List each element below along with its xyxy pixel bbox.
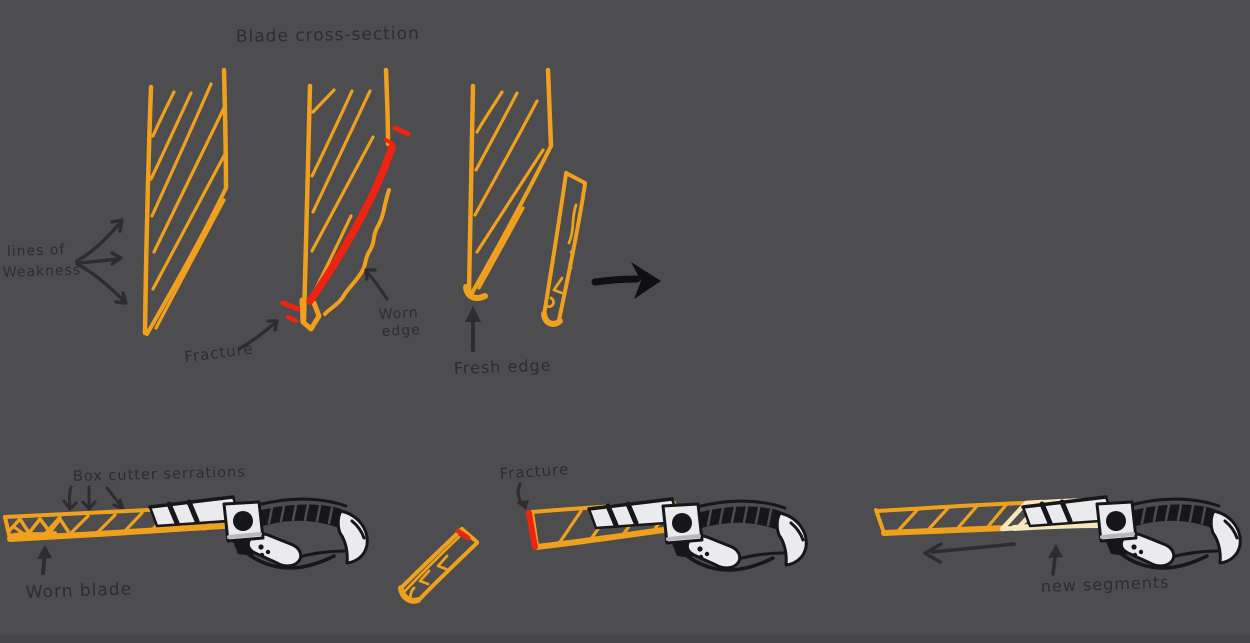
worn-edge-line2: edge: [381, 322, 421, 340]
lines-of-weakness-line1: lines of: [7, 242, 66, 260]
canvas-bottom-edge: [0, 635, 1250, 643]
fracture-arrow-bottom: [516, 482, 529, 510]
spine-slats: [267, 503, 334, 525]
fracture-arrow-top: [237, 319, 279, 351]
worn-blade-arrow: [37, 545, 52, 575]
box-cutter-handle: [148, 495, 369, 570]
snapped-segment-sliver: [541, 171, 587, 327]
sliver-scuff-marks: [545, 203, 578, 309]
lines-of-weakness-arrows: [75, 218, 128, 305]
falling-snapped-segment: [398, 527, 479, 604]
section-title: Blade cross-section: [236, 24, 420, 47]
fracture-label-bottom: Fracture: [499, 460, 570, 483]
lines-of-weakness-label: lines of Weakness: [3, 242, 82, 281]
process-arrow-right: [591, 262, 661, 299]
serrations-label: Box cutter serrations: [73, 464, 246, 485]
new-segments-label: new segments: [1040, 573, 1169, 596]
blade-cross-section-fresh: [463, 67, 554, 301]
blade-cross-section-fracturing: [280, 67, 411, 332]
segment-scuff-marks: [405, 554, 449, 602]
fresh-edge-arrow: [465, 306, 481, 352]
fracture-line: [306, 143, 396, 305]
blade-tip-notch: [299, 297, 322, 332]
fracture-spark-marks: [280, 125, 411, 324]
weakness-hatch-lines: [149, 82, 227, 330]
new-segments-arrow: [1048, 544, 1063, 576]
fresh-fracture-edge: [526, 510, 538, 550]
worn-edge-line1: Worn: [378, 305, 419, 323]
slider-button: [233, 511, 253, 531]
worn-edge-arrow: [364, 268, 389, 301]
worn-blade-label: Worn blade: [25, 579, 132, 603]
serration-lines: [896, 503, 1008, 533]
serrations-arrows: [62, 485, 125, 511]
worn-edge-label: Worn edge: [378, 305, 421, 340]
lines-of-weakness-line2: Weakness: [3, 262, 82, 281]
fresh-edge-tip: [463, 284, 488, 301]
worn-jagged-edge: [323, 188, 391, 316]
fresh-edge-label: Fresh edge: [453, 356, 551, 378]
weakness-hatch-lines: [473, 90, 545, 290]
blade-cross-section-intact: [142, 67, 229, 336]
handle-end-hook: [336, 509, 369, 565]
fracture-mark: [455, 528, 471, 541]
extend-direction-arrow: [923, 542, 1016, 564]
